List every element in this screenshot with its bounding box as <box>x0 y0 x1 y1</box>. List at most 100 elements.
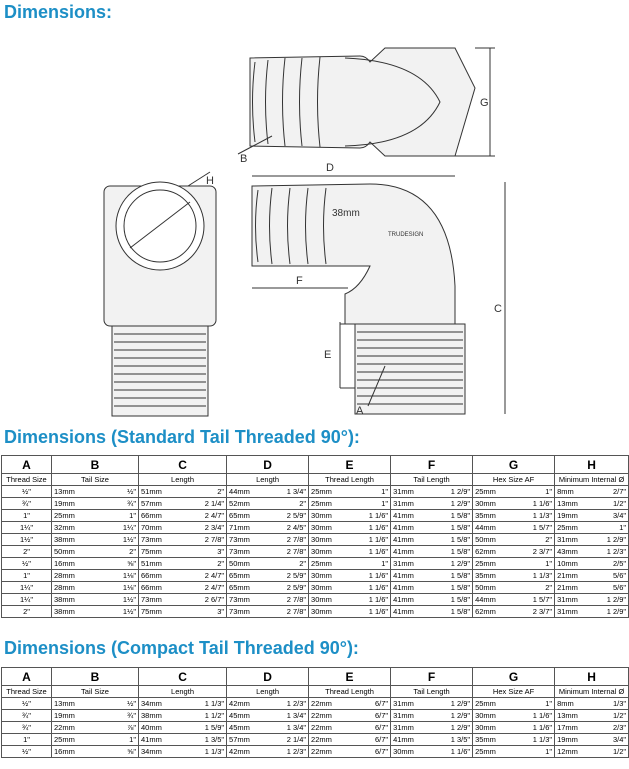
table-cell: 30mm <box>308 581 349 594</box>
table-cell: 1" <box>512 557 556 570</box>
table-cell: 73mm <box>138 593 179 606</box>
dim-38mm: 38mm <box>332 208 360 219</box>
table-cell: 3/4" <box>594 733 629 746</box>
table-cell: 1 1/6" <box>348 593 392 606</box>
table-cell: 21mm <box>554 569 595 582</box>
table-cell: 1¼" <box>1 593 52 606</box>
table-cell: 1 5/8" <box>430 605 474 618</box>
col-name: Tail Size <box>50 473 140 486</box>
table-cell: 22mm <box>308 733 349 746</box>
table-cell: 1" <box>1 569 52 582</box>
table-cell: 1 1/6" <box>512 497 556 510</box>
table-cell: 2 7/8" <box>266 593 310 606</box>
standard-dimensions-table: A B C D E F G H Thread Size Tail Size Le… <box>1 455 629 618</box>
table-cell: 73mm <box>138 533 179 546</box>
table-cell: 1 1/3" <box>178 745 228 758</box>
col-name: Thread Length <box>308 685 392 698</box>
table-cell: ½" <box>1 745 52 758</box>
table-cell: 1 5/8" <box>430 521 474 534</box>
column-letters-row: A B C D E F G H <box>1 667 629 686</box>
table-cell: 1 1/6" <box>348 521 392 534</box>
table-cell: 1½" <box>101 605 140 618</box>
table-cell: 30mm <box>308 593 349 606</box>
table-cell: 1 1/3" <box>512 733 556 746</box>
table-cell: 1 5/8" <box>430 569 474 582</box>
table-cell: 66mm <box>138 509 179 522</box>
table-cell: 41mm <box>390 569 431 582</box>
table-cell: 1" <box>1 733 52 746</box>
col-letter: C <box>138 455 228 474</box>
table-cell: 22mm <box>308 745 349 758</box>
label-g: G <box>480 97 489 109</box>
brand-mark: TRUDESIGN <box>388 232 423 238</box>
table-cell: 3" <box>178 545 228 558</box>
table-cell: 1 5/8" <box>430 545 474 558</box>
label-b: B <box>240 153 247 165</box>
table-cell: 73mm <box>226 533 267 546</box>
table-cell: ¾" <box>1 497 52 510</box>
col-letter: H <box>554 455 629 474</box>
column-names-row: Thread Size Tail Size Length Length Thre… <box>1 685 629 698</box>
table-cell: 1 2/9" <box>430 697 474 710</box>
table-cell: 19mm <box>51 497 102 510</box>
table-cell: 65mm <box>226 581 267 594</box>
table-cell: 22mm <box>308 709 349 722</box>
col-letter: A <box>1 455 52 474</box>
table-cell: 17mm <box>554 721 595 734</box>
col-letter: C <box>138 667 228 686</box>
table-cell: 66mm <box>138 569 179 582</box>
table-cell: 1" <box>512 745 556 758</box>
table-cell: 1 1/2" <box>178 709 228 722</box>
table-cell: 31mm <box>554 593 595 606</box>
table-cell: 22mm <box>308 721 349 734</box>
table-cell: 41mm <box>390 521 431 534</box>
page-title: Dimensions: <box>4 2 113 22</box>
table-cell: 1 5/7" <box>512 593 556 606</box>
table-cell: 34mm <box>138 697 179 710</box>
section-title-standard: Dimensions (Standard Tail Threaded 90°): <box>4 427 360 447</box>
table-cell: 2 4/7" <box>178 509 228 522</box>
table-cell: 73mm <box>226 605 267 618</box>
table-cell: ¾" <box>1 709 52 722</box>
table-cell: 25mm <box>308 557 349 570</box>
table-cell: 2 1/4" <box>178 497 228 510</box>
table-cell: 1 2/9" <box>594 533 629 546</box>
col-name: Tail Length <box>390 473 474 486</box>
table-cell: 1/2" <box>594 745 629 758</box>
table-cell: 5/6" <box>594 581 629 594</box>
table-cell: 1 5/8" <box>430 509 474 522</box>
table-cell: 2 3/7" <box>512 545 556 558</box>
table-cell: 2 7/8" <box>266 533 310 546</box>
table-cell: 41mm <box>390 605 431 618</box>
table-cell: 1 1/3" <box>512 509 556 522</box>
table-cell: 1⅛" <box>101 581 140 594</box>
table-cell: 31mm <box>390 557 431 570</box>
table-cell: 1 2/9" <box>430 557 474 570</box>
table-cell: 41mm <box>390 545 431 558</box>
table-cell: 50mm <box>51 545 102 558</box>
table-cell: 2 4/5" <box>266 521 310 534</box>
table-cell: 25mm <box>554 521 595 534</box>
table-cell: 44mm <box>472 593 513 606</box>
table-cell: 2" <box>101 545 140 558</box>
table-cell: 66mm <box>138 581 179 594</box>
table-cell: 12mm <box>554 745 595 758</box>
table-cell: 25mm <box>51 509 102 522</box>
table-cell: 31mm <box>390 697 431 710</box>
col-name: Length <box>138 685 228 698</box>
table-cell: 8mm <box>554 697 595 710</box>
col-letter: B <box>50 455 140 474</box>
table-cell: 1" <box>348 485 392 498</box>
table-cell: 25mm <box>472 697 513 710</box>
table-cell: 2 3/4" <box>178 521 228 534</box>
table-cell: 1 5/8" <box>430 581 474 594</box>
label-d: D <box>326 162 334 174</box>
col-name: Length <box>226 473 310 486</box>
table-cell: 1½" <box>101 593 140 606</box>
table-cell: 50mm <box>226 557 267 570</box>
